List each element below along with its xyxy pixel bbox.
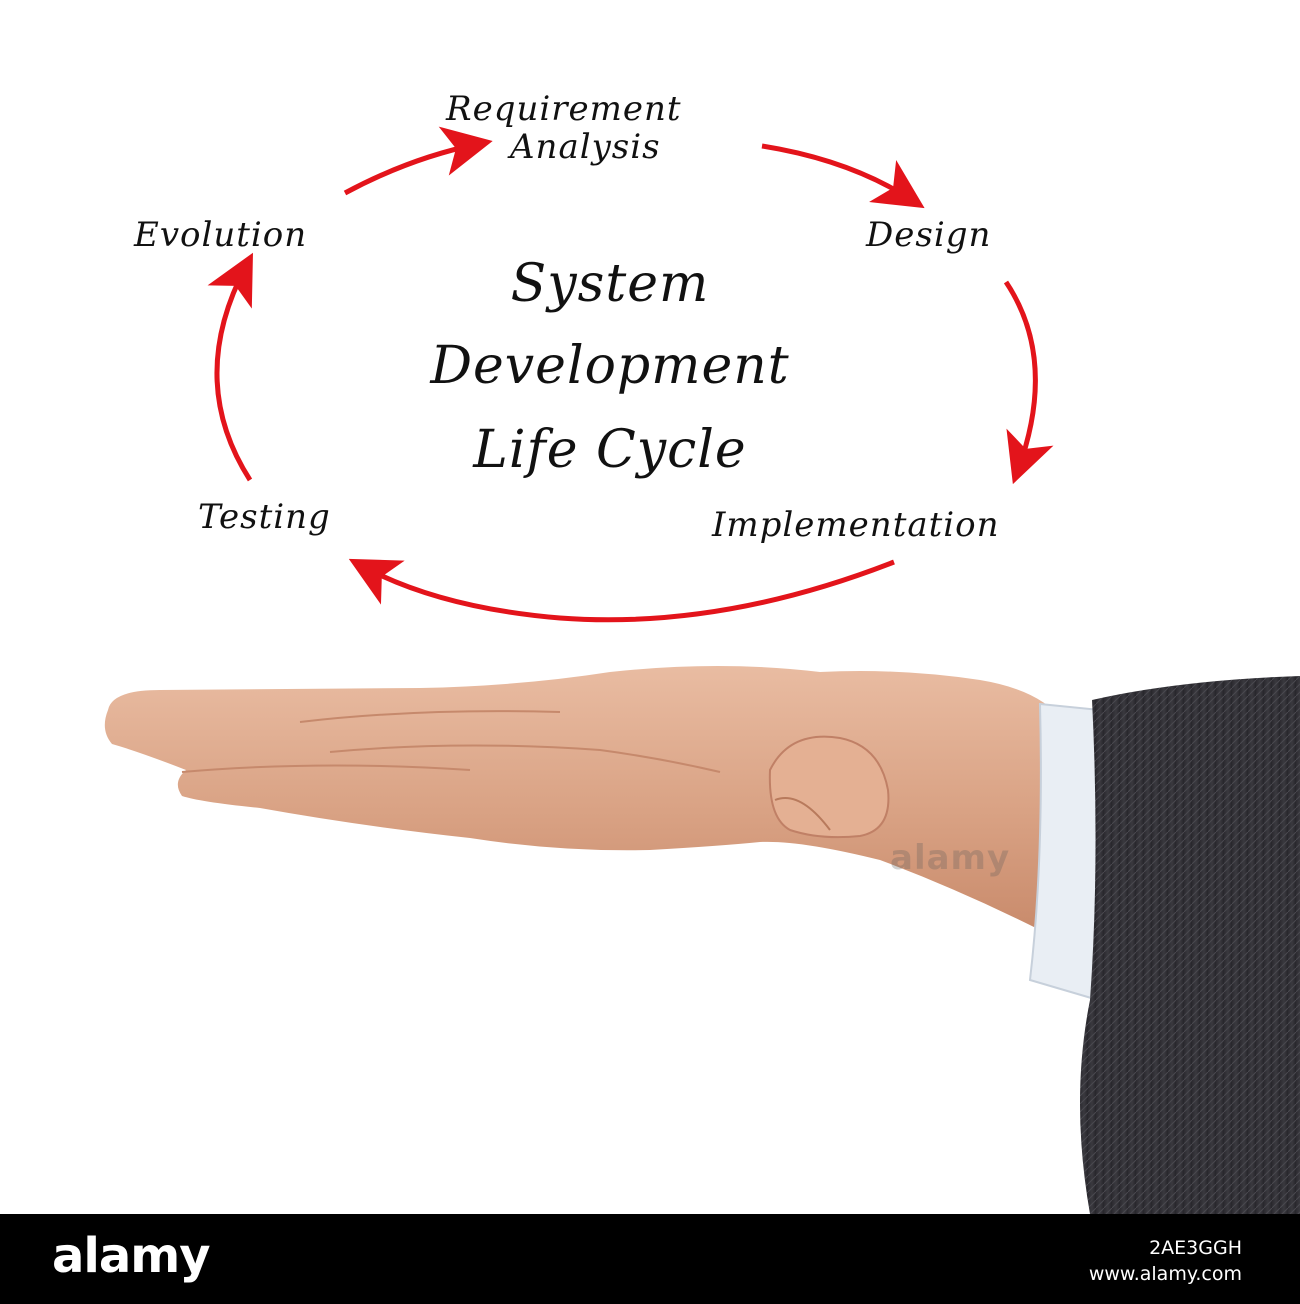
image-id-text: 2AE3GGH	[1149, 1237, 1242, 1259]
jacket-sleeve	[1080, 676, 1300, 1214]
title-line-2: Development	[430, 336, 790, 396]
cycle-arrows	[207, 126, 1054, 623]
arrow-implementation-to-testing	[348, 558, 895, 623]
stage-implementation: Implementation	[712, 505, 1000, 545]
stage-evolution: Evolution	[134, 215, 308, 255]
hand-palm	[104, 666, 1065, 930]
footer-bar: alamy 2AE3GGH www.alamy.com	[0, 1214, 1300, 1304]
stage-testing: Testing	[198, 497, 331, 537]
stage-design: Design	[866, 215, 992, 255]
open-hand-illustration	[104, 666, 1300, 1214]
site-url: www.alamy.com	[1088, 1262, 1242, 1285]
title-line-3: Life Cycle	[473, 420, 747, 480]
title-line-1: System	[510, 254, 710, 314]
arrow-evolution-to-requirement	[343, 126, 493, 196]
stage-requirement-line-2: Analysis	[510, 127, 661, 167]
stage-requirement-line-1: Requirement	[446, 89, 682, 129]
watermark-mid: alamy	[890, 838, 1011, 878]
arrow-requirement-to-design	[761, 143, 925, 209]
arrow-testing-to-evolution	[207, 252, 253, 482]
image-info: 2AE3GGH www.alamy.com	[1089, 1236, 1242, 1287]
shirt-cuff	[1028, 702, 1102, 1002]
photo-area: Requirement Analysis Design Implementati…	[104, 89, 1300, 1214]
hand-thumb	[768, 735, 890, 839]
arrow-design-to-implementation	[1003, 280, 1054, 485]
brand-logo: alamy	[52, 1228, 211, 1284]
